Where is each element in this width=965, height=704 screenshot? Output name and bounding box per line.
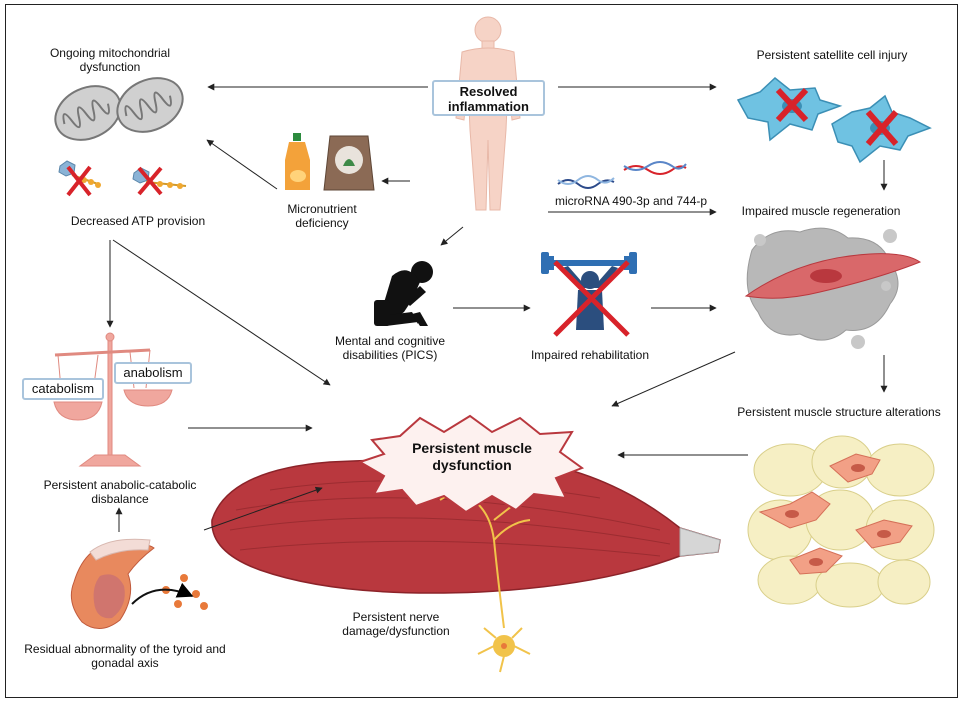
micronutrient-label: Micronutrient deficiency: [287, 202, 357, 230]
anabolism-box: anabolism: [114, 362, 192, 384]
nerve-damage-label: Persistent nerve damage/dysfunction: [342, 610, 450, 638]
catabolism-box: catabolism: [22, 378, 104, 400]
decreased-atp-label: Decreased ATP provision: [70, 214, 206, 228]
thyroid-gonadal-label: Residual abnormality of the tyroid and g…: [24, 642, 226, 670]
mitochondria-icon: [54, 77, 184, 141]
weightlifter-icon: [541, 252, 637, 337]
satellite-injury-label: Persistent satellite cell injury: [756, 48, 908, 62]
anabolism-label: anabolism: [123, 365, 183, 380]
figure-frame: [5, 4, 958, 698]
impaired-rehab-label: Impaired rehabilitation: [530, 348, 650, 362]
catabolism-label: catabolism: [31, 381, 95, 396]
muscle-dysfunction-label: Persistent muscle dysfunction: [412, 440, 532, 473]
impaired-regeneration-label: Impaired muscle regeneration: [741, 204, 901, 218]
arrows: [106, 83, 888, 532]
muscle-icon: [211, 457, 721, 594]
mental-cognitive-label: Mental and cognitive disabilities (PICS): [334, 334, 446, 362]
atp-molecule-icon: [58, 160, 187, 197]
fat-fibrosis-tissue-icon: [747, 435, 935, 608]
nutrient-sack-icon: [323, 135, 375, 191]
ongoing-mitochondrial-label: Ongoing mitochondrial dysfunction: [49, 46, 171, 74]
structure-alterations-label: Persistent muscle structure alterations: [737, 405, 941, 419]
microrna-icon: [557, 161, 687, 189]
damaged-muscle-fiber-icon: [744, 227, 922, 349]
resolved-inflammation-box: Resolved inflammation: [432, 80, 545, 116]
gonad-organ-icon: [70, 538, 208, 629]
microrna-label: microRNA 490-3p and 744-p: [554, 194, 708, 208]
satellite-cell-icon: [736, 77, 932, 164]
juice-bottle-icon: [285, 133, 310, 190]
depressed-person-icon: [374, 261, 433, 326]
anabolic-catabolic-label: Persistent anabolic-catabolic disbalance: [43, 478, 197, 506]
resolved-inflammation-label: Resolved inflammation: [448, 84, 529, 114]
dysfunction-starburst: [357, 414, 585, 514]
balance-scale-icon: [53, 332, 173, 467]
